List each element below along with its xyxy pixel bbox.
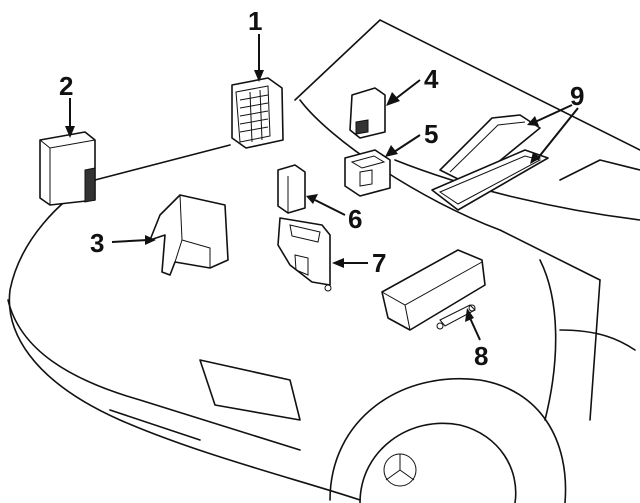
callout-2: 2	[59, 71, 73, 101]
part-3-bracket	[149, 194, 229, 276]
part-9-cover-and-gasket	[431, 114, 549, 211]
leader-lines	[65, 34, 579, 341]
callout-8: 8	[474, 341, 488, 371]
callout-9: 9	[570, 81, 584, 111]
part-8-control-unit	[381, 249, 486, 331]
part-6-relay	[277, 164, 306, 214]
callout-5: 5	[424, 119, 438, 149]
part-1-fuse-box	[231, 77, 284, 149]
callout-6: 6	[348, 204, 362, 234]
part-5-relay-socket	[344, 149, 391, 197]
part-2-control-module	[39, 131, 96, 206]
callout-4: 4	[424, 64, 439, 94]
callout-1: 1	[248, 6, 262, 36]
part-4-relay	[349, 87, 386, 139]
part-7-bracket	[277, 217, 332, 292]
callout-7: 7	[372, 248, 386, 278]
callout-3: 3	[90, 228, 104, 258]
